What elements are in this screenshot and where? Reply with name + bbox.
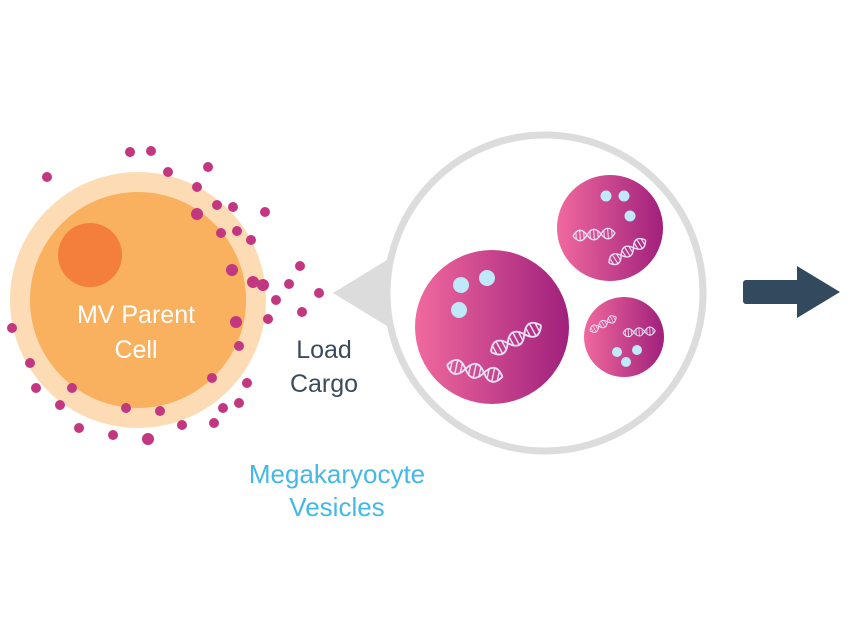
microvesicle-dot [216,228,226,238]
microvesicle-dot [228,202,238,212]
microvesicle-dot [7,323,17,333]
cargo-dot [479,270,495,286]
microvesicle-dot [230,316,242,328]
microvesicle-dot [191,208,203,220]
microvesicle-dot [234,341,244,351]
microvesicle-dot [163,167,173,177]
vesicles-label-1: Megakaryocyte [249,459,425,489]
microvesicle-dot [260,207,270,217]
microvesicle-dot [232,226,242,236]
cell-nucleus [58,223,122,287]
microvesicle-dot [242,378,252,388]
cargo-dot [451,302,467,318]
microvesicle-dot [226,264,238,276]
parent-cell: MV Parent Cell [10,172,266,428]
microvesicle-dot [314,288,324,298]
microvesicle-dot [192,182,202,192]
microvesicle-dot [74,423,84,433]
cargo-dot [600,190,612,202]
loaded-vesicle-medium [557,175,663,281]
cargo-dot [453,277,469,293]
parent-cell-label-2: Cell [114,336,157,364]
microvesicle-dot [55,400,65,410]
cargo-dot [612,347,622,357]
microvesicle-dot [209,418,219,428]
microvesicle-dot [146,146,156,156]
loaded-vesicle-small [584,297,664,377]
load-cargo-label-2: Cargo [290,370,358,398]
lens-pointer [333,255,395,331]
microvesicle-dot [67,383,77,393]
microvesicle-dot [295,261,305,271]
microvesicle-dot [125,147,135,157]
cargo-dot [621,357,631,367]
microvesicle-dot [121,403,131,413]
cargo-dot [624,210,636,222]
microvesicle-dot [155,406,165,416]
microvesicle-dot [284,279,294,289]
loaded-vesicle-large [415,250,569,404]
microvesicle-dot [234,398,244,408]
microvesicle-dot [247,276,259,288]
microvesicle-dot [257,279,269,291]
microvesicle-dot [25,358,35,368]
vesicles-label-2: Vesicles [289,492,384,522]
microvesicle-dot [142,433,154,445]
load-cargo-label-1: Load [296,336,352,364]
microvesicle-dot [218,403,228,413]
microvesicle-dot [108,430,118,440]
microvesicle-dot [177,420,187,430]
arrow-right-icon [743,266,840,318]
microvesicle-dot [42,172,52,182]
microvesicle-dot [263,314,273,324]
parent-cell-label-1: MV Parent [77,301,195,329]
microvesicle-dot [203,162,213,172]
microvesicle-dot [246,235,256,245]
microvesicle-dot [297,307,307,317]
microvesicle-dot [207,373,217,383]
cargo-dot [632,345,642,355]
microvesicle-dot [31,383,41,393]
microvesicle-dot [212,200,222,210]
microvesicle-dot [271,295,281,305]
cargo-dot [618,190,630,202]
